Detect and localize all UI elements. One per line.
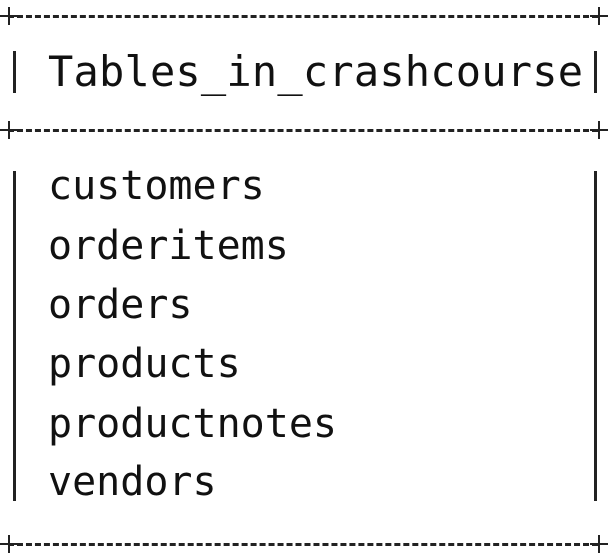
table-row: products — [48, 341, 241, 387]
header-separator-right-corner — [590, 121, 608, 139]
rows-right-border — [594, 171, 597, 501]
table-row: productnotes — [48, 401, 337, 447]
header-separator — [8, 129, 598, 132]
table-header: Tables_in_crashcourse — [48, 47, 584, 96]
header-right-border — [594, 51, 597, 93]
top-right-corner — [590, 7, 608, 25]
bottom-right-corner — [590, 535, 608, 553]
bottom-border — [8, 543, 598, 546]
table-row: customers — [48, 163, 265, 209]
table-row: vendors — [48, 459, 217, 505]
table-row: orders — [48, 282, 193, 328]
table-row: orderitems — [48, 223, 289, 269]
top-border — [8, 15, 598, 18]
header-left-border — [13, 51, 16, 93]
rows-left-border — [13, 171, 16, 501]
